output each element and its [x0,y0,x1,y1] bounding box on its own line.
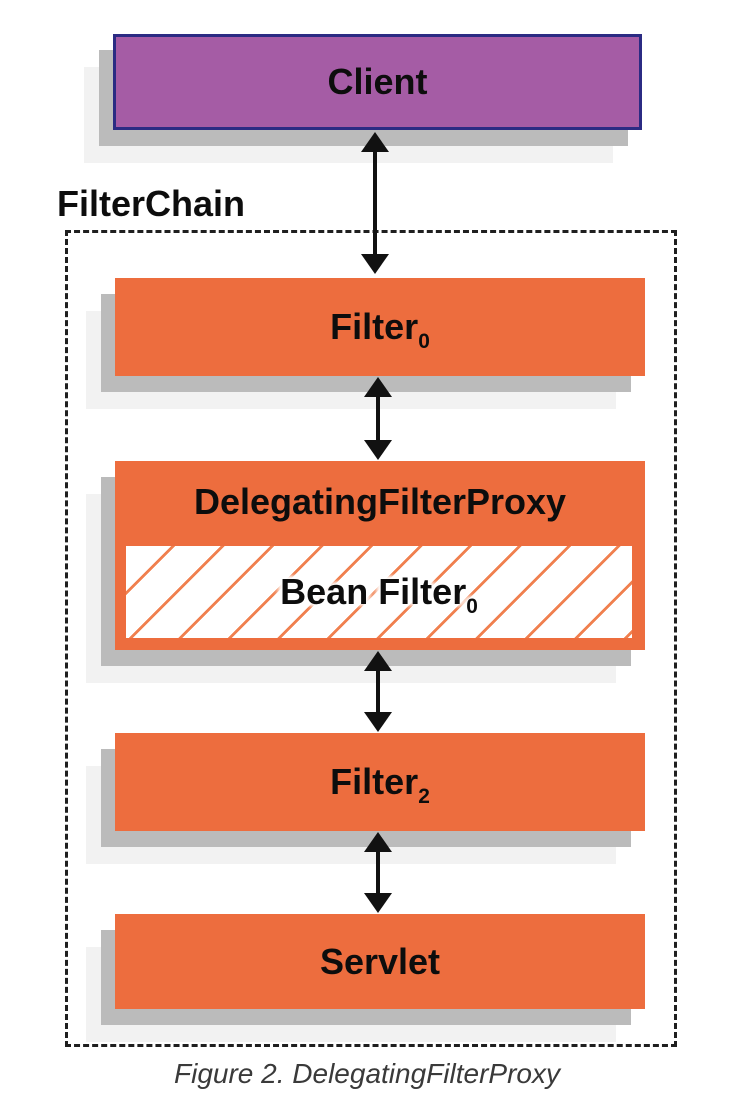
filter2-box: Filter2 [115,733,645,831]
arrowhead-down-icon [364,712,392,732]
filter0-label: Filter0 [330,306,430,353]
arrowhead-up-icon [364,651,392,671]
dfp-filter2-arrow [364,651,392,732]
filter2-subscript: 2 [418,784,430,808]
arrow-shaft [376,667,380,716]
client-box: Client [113,34,642,130]
arrowhead-down-icon [364,440,392,460]
figure-caption: Figure 2. DelegatingFilterProxy [174,1058,560,1089]
servlet-label: Servlet [319,940,441,982]
arrow-shaft [373,148,377,258]
filter0-subscript: 0 [418,329,430,353]
bean-filter-subscript: 0 [466,594,478,618]
filterchain-label: FilterChain [57,183,246,224]
client-filter0-arrow [361,132,389,274]
delegating-filter-proxy-box: DelegatingFilterProxy Bean Filter0 [115,461,645,650]
servlet-box: Servlet [115,914,645,1009]
filter2-label: Filter2 [330,761,430,808]
bean-filter-label: Bean Filter0 [280,571,478,618]
bean-filter-box: Bean Filter0 [123,543,635,641]
arrowhead-down-icon [364,893,392,913]
arrowhead-down-icon [361,254,389,274]
client-label: Client [327,61,428,102]
filter0-dfp-arrow [364,377,392,460]
delegating-filter-proxy-label: DelegatingFilterProxy [193,481,567,522]
filter0-box: Filter0 [115,278,645,376]
arrow-shaft [376,393,380,444]
filterchain-container: Filter0 DelegatingFilterProxy Bean Filte… [65,230,677,1047]
filter2-servlet-arrow [364,832,392,913]
arrowhead-up-icon [361,132,389,152]
arrowhead-up-icon [364,832,392,852]
arrowhead-up-icon [364,377,392,397]
arrow-shaft [376,848,380,897]
